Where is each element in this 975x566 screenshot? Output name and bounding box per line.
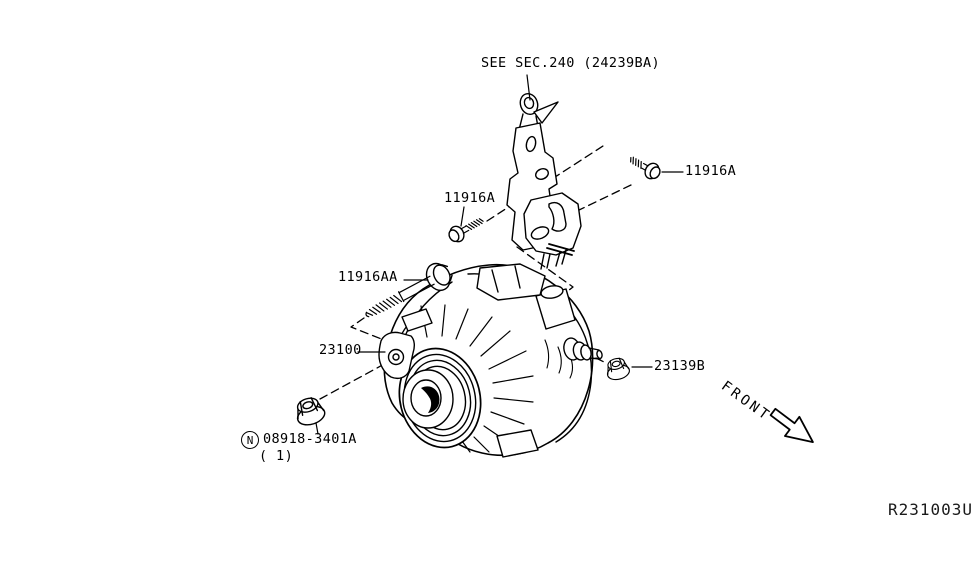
callout-08918-qty: ( 1)	[259, 448, 294, 464]
bolt-11916a-upper-right	[630, 156, 661, 180]
drawing-reference-code: R231003U	[888, 500, 974, 519]
mounting-ear	[378, 331, 416, 380]
stay-bracket-drawing	[506, 92, 582, 270]
nut-08918-3401a	[296, 397, 326, 426]
sec-note-label: SEE SEC.240 (24239BA)	[481, 55, 661, 71]
callout-11916aa: 11916AA	[338, 269, 398, 285]
callout-11916a-center: 11916A	[444, 190, 496, 206]
bolt-11916aa-long	[365, 262, 453, 318]
front-arrow	[769, 407, 814, 443]
terminal-stud	[563, 337, 603, 361]
bolt-11916a-center	[448, 218, 484, 243]
leader-lines	[315, 74, 684, 435]
callout-08918-3401a: N 08918-3401A	[241, 431, 357, 449]
bracket-to-alternator-dashes	[516, 246, 574, 305]
callout-23100: 23100	[319, 342, 362, 358]
pulley	[398, 347, 482, 449]
callout-23139b: 23139B	[654, 358, 706, 374]
nut-symbol-icon: N	[241, 431, 259, 449]
alternator-drawing	[378, 263, 603, 458]
callout-11916a-upper-right: 11916A	[685, 163, 737, 179]
nut-23139b	[606, 357, 630, 381]
nut-part-number: 08918-3401A	[263, 431, 357, 448]
